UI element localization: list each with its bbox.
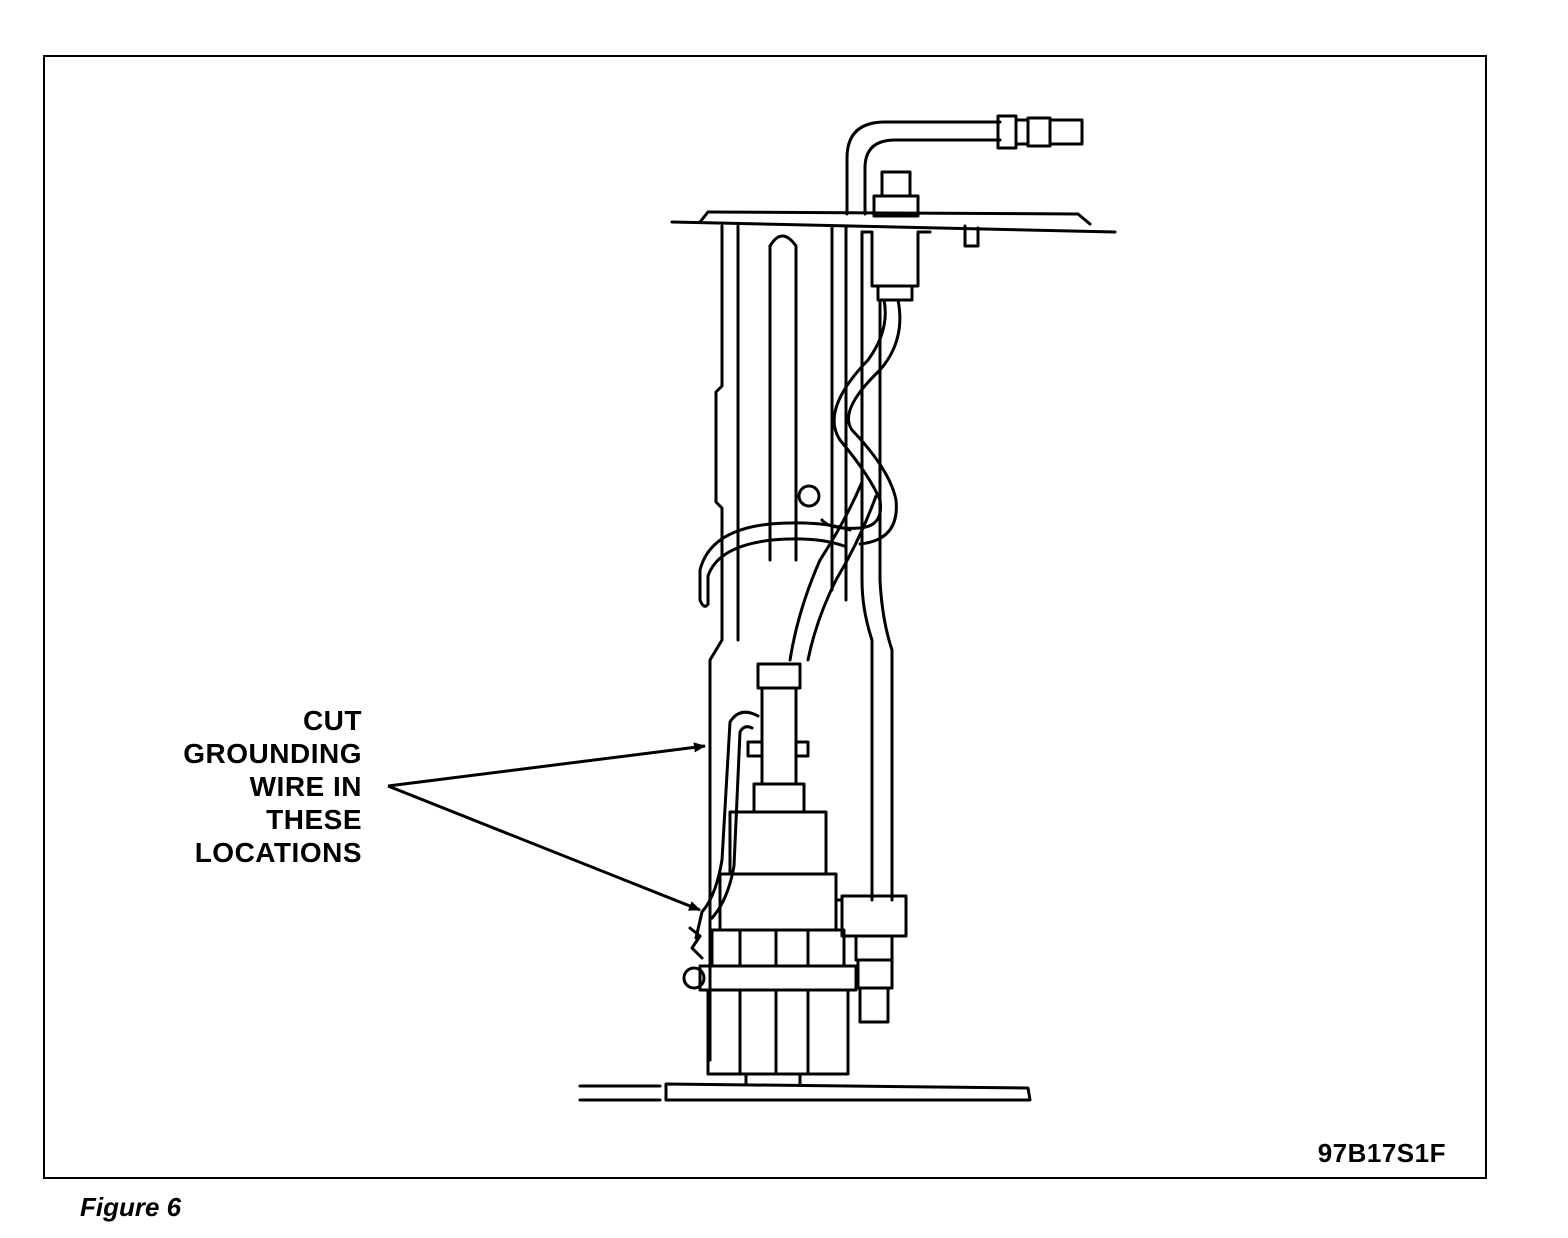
- callout-line: WIRE IN: [249, 771, 362, 802]
- crossing-hoses: [788, 298, 902, 662]
- callout-line: GROUNDING: [183, 738, 362, 769]
- arrow-upper-location: [387, 742, 706, 788]
- return-tube: [860, 230, 894, 902]
- arrow-lower-location: [387, 784, 701, 912]
- callout-arrows: [387, 742, 706, 912]
- callout-line: CUT: [302, 705, 362, 736]
- return-tube-clip: [834, 894, 908, 1024]
- side-wire: [698, 521, 852, 608]
- callout-line: THESE: [266, 804, 362, 835]
- mounting-flange: [670, 210, 1117, 248]
- grounding-wire: [688, 710, 760, 960]
- callout-line: LOCATIONS: [194, 837, 362, 868]
- flange-fitting: [860, 170, 932, 302]
- figure-caption: Figure 6: [80, 1192, 182, 1222]
- cut-grounding-wire-callout: CUT GROUNDING WIRE IN THESE LOCATIONS: [183, 704, 362, 869]
- fuel-pump-body: [682, 810, 858, 1076]
- figure-frame: [43, 55, 1487, 1179]
- diagram-code: 97B17S1F: [1317, 1138, 1446, 1168]
- pump-coupling: [746, 662, 810, 814]
- outlet-tube: [845, 114, 1084, 216]
- support-bracket: [708, 224, 848, 1062]
- bottom-strainer: [578, 1072, 1032, 1102]
